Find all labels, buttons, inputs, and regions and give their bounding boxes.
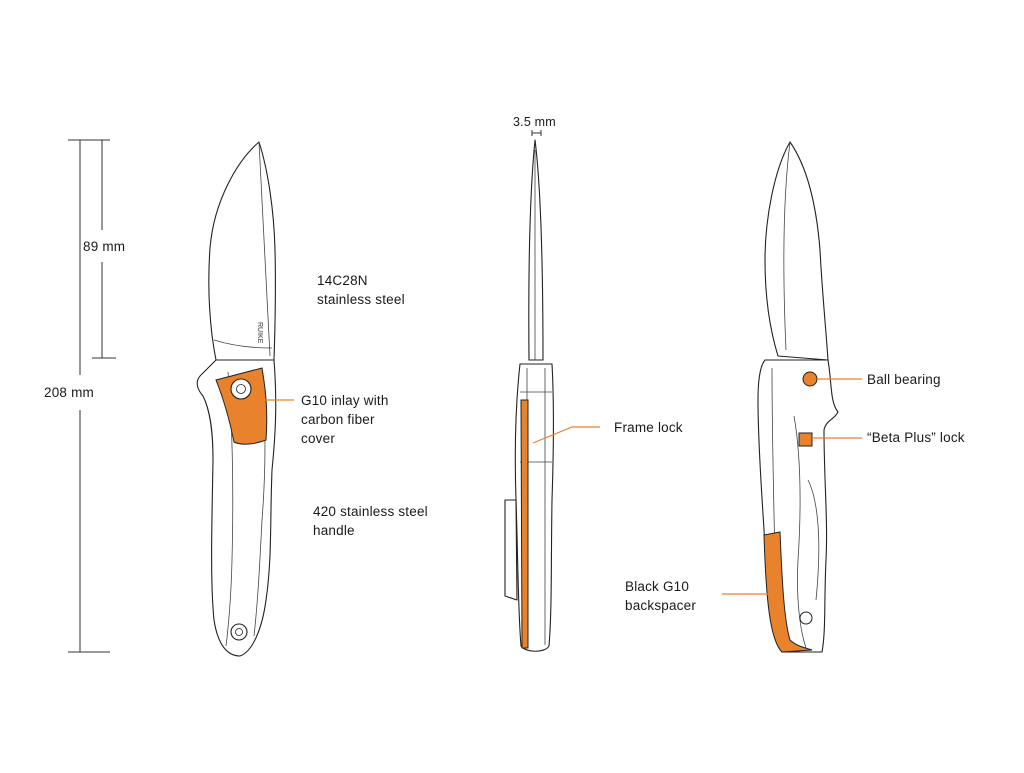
- ball-bearing-callout: Ball bearing: [867, 372, 941, 387]
- inlay-line-2: carbon fiber: [301, 412, 375, 427]
- blade-steel-callout: 14C28N stainless steel: [317, 271, 405, 309]
- blade-front: [208, 141, 276, 361]
- thickness-dimension: [531, 130, 542, 136]
- inlay-callout: G10 inlay with carbon fiber cover: [301, 391, 389, 448]
- backspacer-line-2: backspacer: [625, 598, 697, 613]
- knife-spine-view: [504, 139, 555, 652]
- knife-back-view: [757, 141, 839, 653]
- g10-backspacer: [763, 531, 813, 653]
- backspacer-line-1: Black G10: [625, 579, 690, 594]
- g10-inlay: [215, 367, 268, 445]
- handle-line-1: 420 stainless steel: [313, 504, 428, 519]
- ball-bearing-icon: [802, 371, 818, 387]
- blade-steel-line-1: 14C28N: [317, 273, 368, 288]
- inlay-line-3: cover: [301, 431, 336, 446]
- beta-plus-lock-callout: “Beta Plus” lock: [867, 430, 965, 445]
- frame-lock-callout: Frame lock: [614, 420, 683, 435]
- knife-front-view: RUIKE: [196, 141, 277, 657]
- blade-spine: [528, 139, 544, 361]
- blade-thickness-label: 3.5 mm: [513, 115, 556, 129]
- blade-back: [764, 141, 829, 361]
- pocket-clip: [504, 499, 518, 601]
- backspacer-callout: Black G10 backspacer: [625, 577, 696, 615]
- frame-lock-leader: [532, 426, 600, 444]
- beta-plus-lock-icon: [798, 432, 813, 447]
- handle-callout: 420 stainless steel handle: [313, 502, 428, 540]
- back-screw-icon: [799, 611, 813, 625]
- frame-lock-orange-strip: [520, 399, 529, 649]
- handle-line-2: handle: [313, 523, 355, 538]
- blade-length-label: 89 mm: [83, 239, 126, 254]
- overall-length-label: 208 mm: [44, 385, 94, 400]
- blade-length-dimension: [92, 140, 116, 359]
- blade-steel-line-2: stainless steel: [317, 292, 405, 307]
- inlay-line-1: G10 inlay with: [301, 393, 389, 408]
- overall-length-dimension: [68, 139, 110, 653]
- blade-brand-mark: RUIKE: [256, 322, 263, 344]
